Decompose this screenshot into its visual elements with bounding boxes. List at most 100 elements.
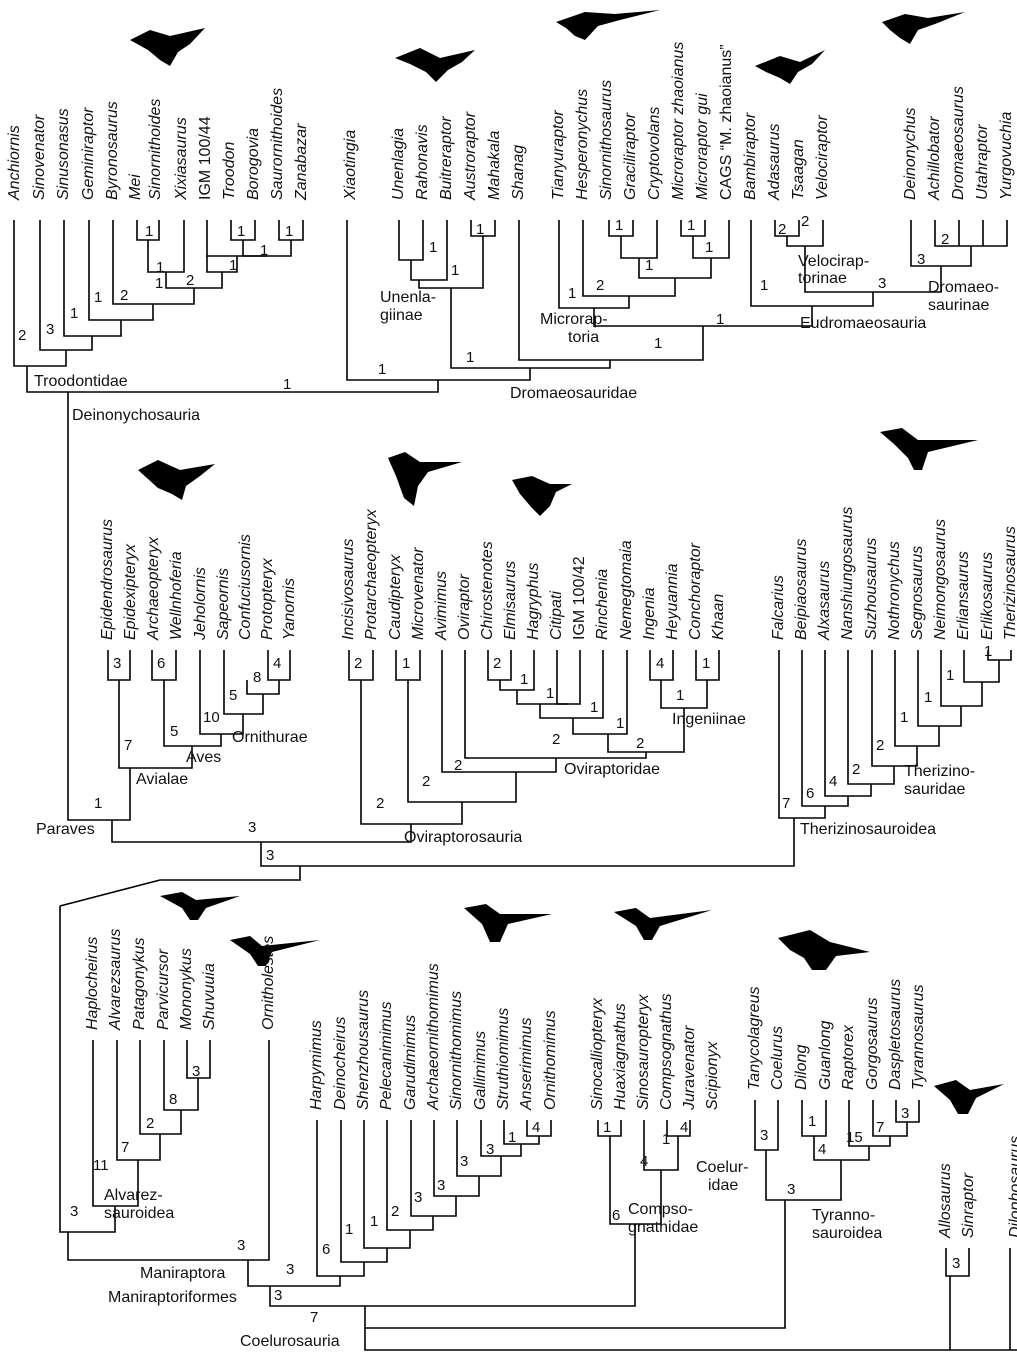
taxon-label: IGM 100/42: [571, 556, 588, 640]
support-value: 1: [370, 1213, 378, 1230]
support-value: 3: [192, 1063, 200, 1080]
support-value: 1: [520, 671, 528, 688]
support-value: 6: [806, 785, 814, 802]
taxon-label: Geminiraptor: [80, 107, 97, 200]
taxon-label: Microvenator: [410, 547, 427, 640]
support-value: 5: [229, 687, 237, 704]
support-value: 4: [532, 1119, 540, 1136]
taxon-label: Shanag: [510, 145, 527, 200]
support-value: 1: [476, 221, 484, 238]
support-value: 1: [590, 699, 598, 716]
support-value: 1: [924, 689, 932, 706]
clade-label: giinae: [380, 307, 423, 324]
taxon-label: Dilong: [793, 1045, 810, 1090]
support-value: 4: [656, 655, 664, 672]
taxon-label: Therizinosaurus: [1002, 526, 1017, 640]
taxon-label: Tyrannosaurus: [910, 984, 927, 1090]
taxon-label: Gallimimus: [472, 1031, 489, 1110]
taxon-label: Protopteryx: [259, 557, 276, 640]
support-value: 3: [113, 655, 121, 672]
taxon-label: Sinornithoides: [147, 99, 164, 200]
taxon-label: Xixiasaurus: [173, 117, 190, 201]
taxon-label: Caudipteryx: [387, 554, 404, 640]
clade-label: Avialae: [136, 771, 188, 788]
support-value: 1: [808, 1113, 816, 1130]
support-value: 1: [716, 311, 724, 328]
support-value: 4: [818, 1141, 826, 1158]
taxon-label: Ingenia: [641, 587, 658, 640]
support-value: 2: [876, 737, 884, 754]
clade-label: Coelurosauria: [240, 1333, 340, 1350]
clade-label: Therizinosauroidea: [800, 821, 936, 838]
support-value: 1: [603, 1119, 611, 1136]
velociraptor-silhouette-icon: [755, 50, 825, 84]
taxon-label: Hagryphus: [525, 563, 542, 640]
support-value: 3: [486, 1141, 494, 1158]
support-value: 1: [285, 223, 293, 240]
taxon-label: Yanornis: [281, 578, 298, 640]
taxon-label: Ornitholestes: [260, 936, 277, 1030]
taxon-label: Ornithomimus: [542, 1010, 559, 1110]
clade-label: Ingeniinae: [672, 711, 746, 728]
clade-label: toria: [568, 329, 599, 346]
taxon-label: Bambiraptor: [742, 112, 759, 200]
support-value: 1: [402, 655, 410, 672]
clade-label: saurinae: [928, 297, 989, 314]
taxon-label: Tanycolagreus: [746, 987, 763, 1090]
support-value: 11: [93, 1157, 109, 1174]
support-value: 2: [801, 213, 809, 230]
taxon-label: Deinonychus: [902, 108, 919, 201]
clade-label: sauroidea: [104, 1205, 174, 1222]
support-value: 1: [378, 361, 386, 378]
taxon-label: Beipiaosaurus: [793, 539, 810, 640]
taxon-label: Compsognathus: [658, 993, 675, 1110]
taxon-label: Nothronychus: [886, 541, 903, 640]
taxon-label: CAGS “M. zhaoianus”: [718, 44, 735, 200]
taxon-label: Neimongosaurus: [932, 519, 949, 640]
support-value: 1: [654, 335, 662, 352]
taxon-label: Archaeornithomimus: [425, 963, 442, 1111]
support-value: 3: [46, 321, 54, 338]
support-value: 3: [878, 275, 886, 292]
taxon-label: Citipati: [548, 591, 565, 640]
taxon-label: Rinchenia: [594, 569, 611, 640]
support-value: 1: [94, 289, 102, 306]
taxon-label: Anchiornis: [6, 125, 23, 201]
support-value: 1: [145, 223, 153, 240]
taxon-label: Juravenator: [681, 1025, 698, 1111]
clade-label: Dromaeo-: [928, 279, 999, 296]
taxon-label: Conchoraptor: [687, 542, 704, 640]
sinornithosaurus-silhouette-icon: [556, 10, 660, 40]
support-value: 1: [900, 709, 908, 726]
taxon-label: Oviraptor: [456, 574, 473, 640]
therizinosaur-silhouette-icon: [880, 428, 978, 470]
support-value: 3: [460, 1153, 468, 1170]
ornithomimid-silhouette-icon: [464, 904, 552, 942]
support-value: 1: [662, 1131, 670, 1148]
support-value: 1: [345, 1221, 353, 1238]
taxon-label: Sinusonasus: [55, 108, 72, 200]
taxon-label: Rahonavis: [414, 124, 431, 200]
clade-label: Dromaeosauridae: [510, 385, 637, 402]
clade-label: Compso-: [628, 1201, 693, 1218]
taxon-label: Patagonykus: [131, 937, 148, 1030]
taxon-label: Tsaagan: [790, 139, 807, 200]
taxon-label: Epidendrosaurus: [99, 519, 116, 640]
taxon-label: Microraptor zhaoianus: [670, 42, 687, 200]
support-value: 3: [787, 1181, 795, 1198]
support-value: 2: [852, 761, 860, 778]
taxon-labels: Anchiornis Sinovenator Sinusonasus Gemin…: [6, 42, 1017, 1239]
microraptor-silhouette-icon: [395, 48, 475, 82]
support-value: 2: [778, 221, 786, 238]
taxon-label: Confuciusornis: [237, 534, 254, 640]
clade-label: Maniraptora: [140, 1265, 225, 1282]
support-value: 7: [782, 795, 790, 812]
taxon-label: Shuvuuia: [201, 963, 218, 1030]
support-value: 6: [157, 655, 165, 672]
taxon-label: Austroraptor: [462, 111, 479, 201]
clade-label: Unenla-: [380, 289, 436, 306]
taxon-label: Wellnhoferia: [168, 551, 185, 640]
support-value: 3: [286, 1261, 294, 1278]
support-value: 4: [680, 1119, 688, 1136]
support-value: 3: [266, 847, 274, 864]
